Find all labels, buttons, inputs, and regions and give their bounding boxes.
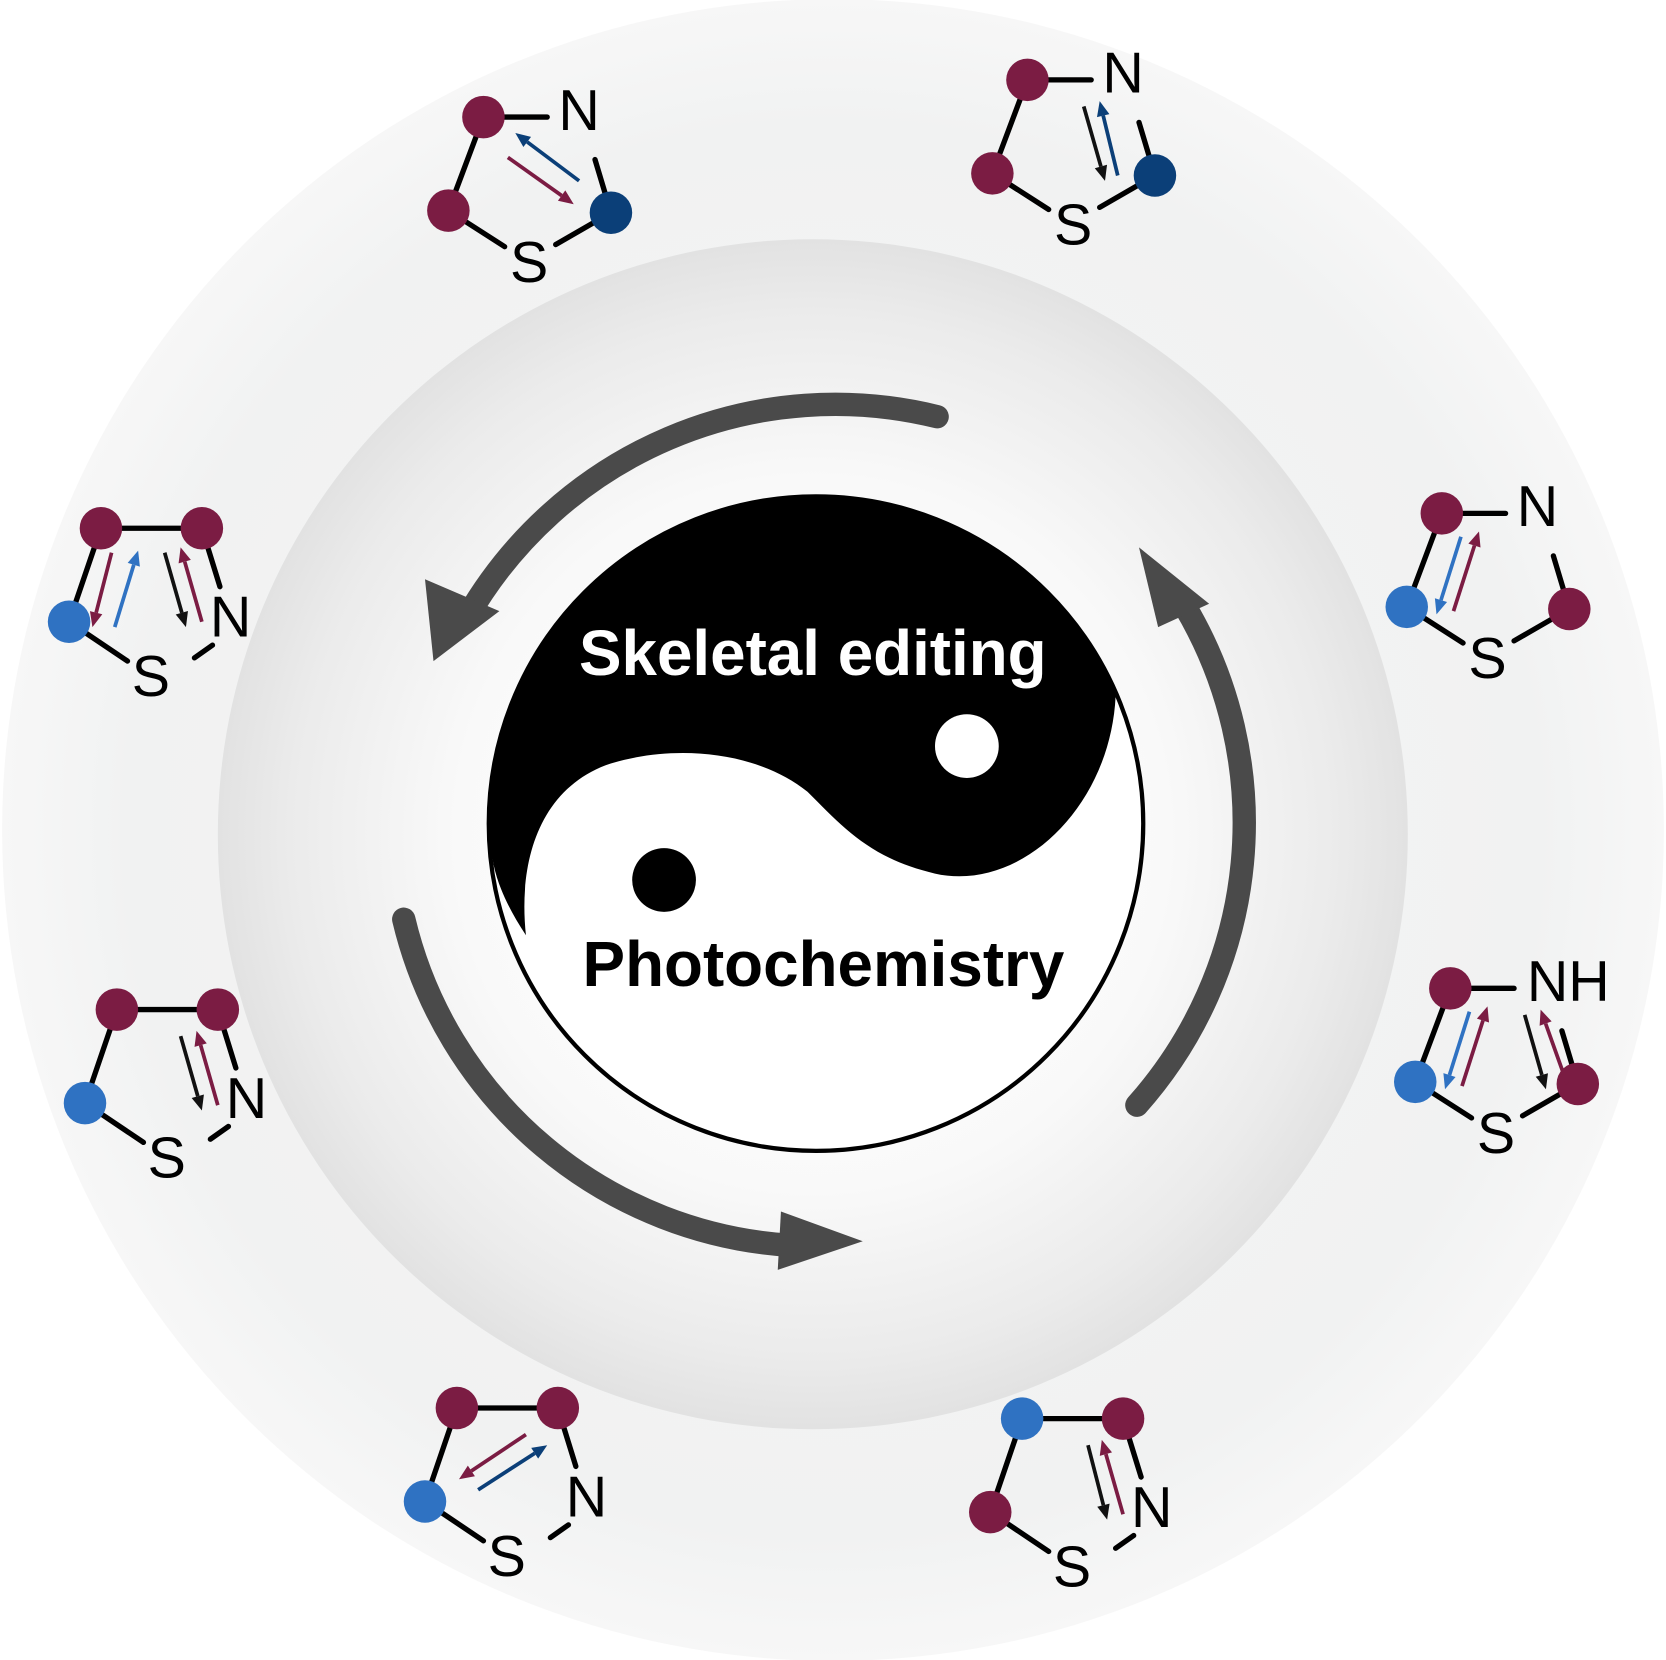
migration-arrow-icon [1099, 1439, 1125, 1515]
bond [547, 1522, 572, 1541]
atom-dot [435, 1386, 479, 1430]
atom-dot [1429, 967, 1472, 1010]
migration-arrow-icon [1443, 1011, 1472, 1090]
thiazole-molecule: NS [63, 988, 267, 1190]
atom-dot [180, 507, 224, 550]
cycle-arrows [392, 392, 1256, 1270]
thiazole-molecule: NS [969, 1397, 1172, 1600]
thiazole-molecule: NH S [1394, 950, 1610, 1166]
atom-dot [1006, 58, 1049, 102]
migration-arrow-icon [515, 133, 581, 183]
bond [191, 642, 216, 661]
migration-arrow-icon [1451, 531, 1481, 612]
atom-dot [427, 189, 470, 232]
atom-dot [969, 1490, 1012, 1534]
migration-arrow-icon [178, 547, 204, 623]
migration-arrow-icon [162, 552, 188, 628]
yin-yang-black-half [490, 495, 1116, 936]
atom-dot [1420, 492, 1464, 535]
migration-arrow-icon [1081, 105, 1108, 181]
sulfur-label: S [148, 1126, 186, 1190]
skeletal-editing-label: Skeletal editing [579, 617, 1047, 689]
black-dot [632, 848, 696, 912]
white-dot [935, 714, 999, 778]
nitrogen-label: N [558, 79, 599, 143]
nitrogen-label: N [210, 586, 251, 650]
sulfur-label: S [1477, 1102, 1515, 1166]
cycle-arrow-bottom [392, 907, 804, 1258]
migration-arrow-icon [506, 155, 574, 205]
cycle-arrow-right [1125, 594, 1256, 1117]
sulfur-label: S [488, 1525, 526, 1589]
photochemistry-label: Photochemistry [583, 928, 1065, 1000]
nitrogen-label: N [226, 1067, 267, 1131]
migration-arrow-icon [1460, 1006, 1490, 1087]
cycle-arrow-top [455, 392, 949, 629]
arrowhead-icon [777, 1211, 863, 1270]
arrowhead-icon [1139, 547, 1210, 628]
migration-arrow-icon [1086, 1444, 1110, 1520]
migration-arrow-icon [178, 1035, 204, 1111]
thiazole-molecule: NS [47, 507, 251, 709]
nitrogen-label: N [1131, 1476, 1172, 1540]
migration-arrow-icon [477, 1445, 548, 1492]
atom-dot [1101, 1397, 1145, 1440]
atom-dot [47, 600, 91, 643]
nitrogen-label: NH [1527, 950, 1610, 1014]
arrowhead-icon [425, 579, 500, 662]
atom-dot [1394, 1060, 1437, 1104]
atom-dot [1385, 585, 1428, 629]
atom-dot [403, 1480, 447, 1523]
migration-arrow-icon [459, 1433, 527, 1480]
sulfur-label: S [1468, 627, 1506, 691]
atom-dot [63, 1081, 107, 1125]
migration-arrow-icon [112, 550, 140, 628]
atom-dot [79, 507, 123, 550]
bond [207, 1123, 232, 1142]
sulfur-label: S [1053, 1536, 1091, 1600]
atom-dot [462, 95, 505, 139]
thiazole-molecule: NS [971, 42, 1177, 258]
migration-arrow-icon [1434, 536, 1463, 615]
migration-arrow-icon [1097, 101, 1120, 176]
bond [1112, 1532, 1137, 1551]
thiazole-molecule: NS [403, 1386, 607, 1589]
atom-dot [589, 191, 633, 234]
yin-yang-symbol: Skeletal editing Photochemistry [486, 494, 1146, 1153]
sulfur-label: S [1054, 194, 1092, 258]
migration-arrow-icon [194, 1030, 220, 1106]
migration-arrow-icon [1522, 1014, 1548, 1090]
nitrogen-label: N [1102, 42, 1143, 106]
nitrogen-label: N [1517, 475, 1558, 539]
atom-dot [95, 988, 139, 1031]
sulfur-label: S [132, 645, 170, 709]
atom-dot [536, 1386, 580, 1430]
migration-arrow-icon [1539, 1009, 1569, 1085]
sulfur-label: S [510, 231, 548, 295]
atom-dot [1556, 1062, 1600, 1106]
thiazole-molecule: NS [427, 79, 633, 295]
atom-dot [1000, 1397, 1044, 1440]
migration-arrow-icon [89, 552, 114, 628]
nitrogen-label: N [566, 1465, 607, 1529]
thiazole-molecule: NS [1385, 475, 1591, 691]
atom-dot [1133, 154, 1177, 197]
atom-dot [971, 152, 1014, 195]
atom-dot [196, 988, 240, 1031]
atom-dot [1548, 587, 1591, 631]
